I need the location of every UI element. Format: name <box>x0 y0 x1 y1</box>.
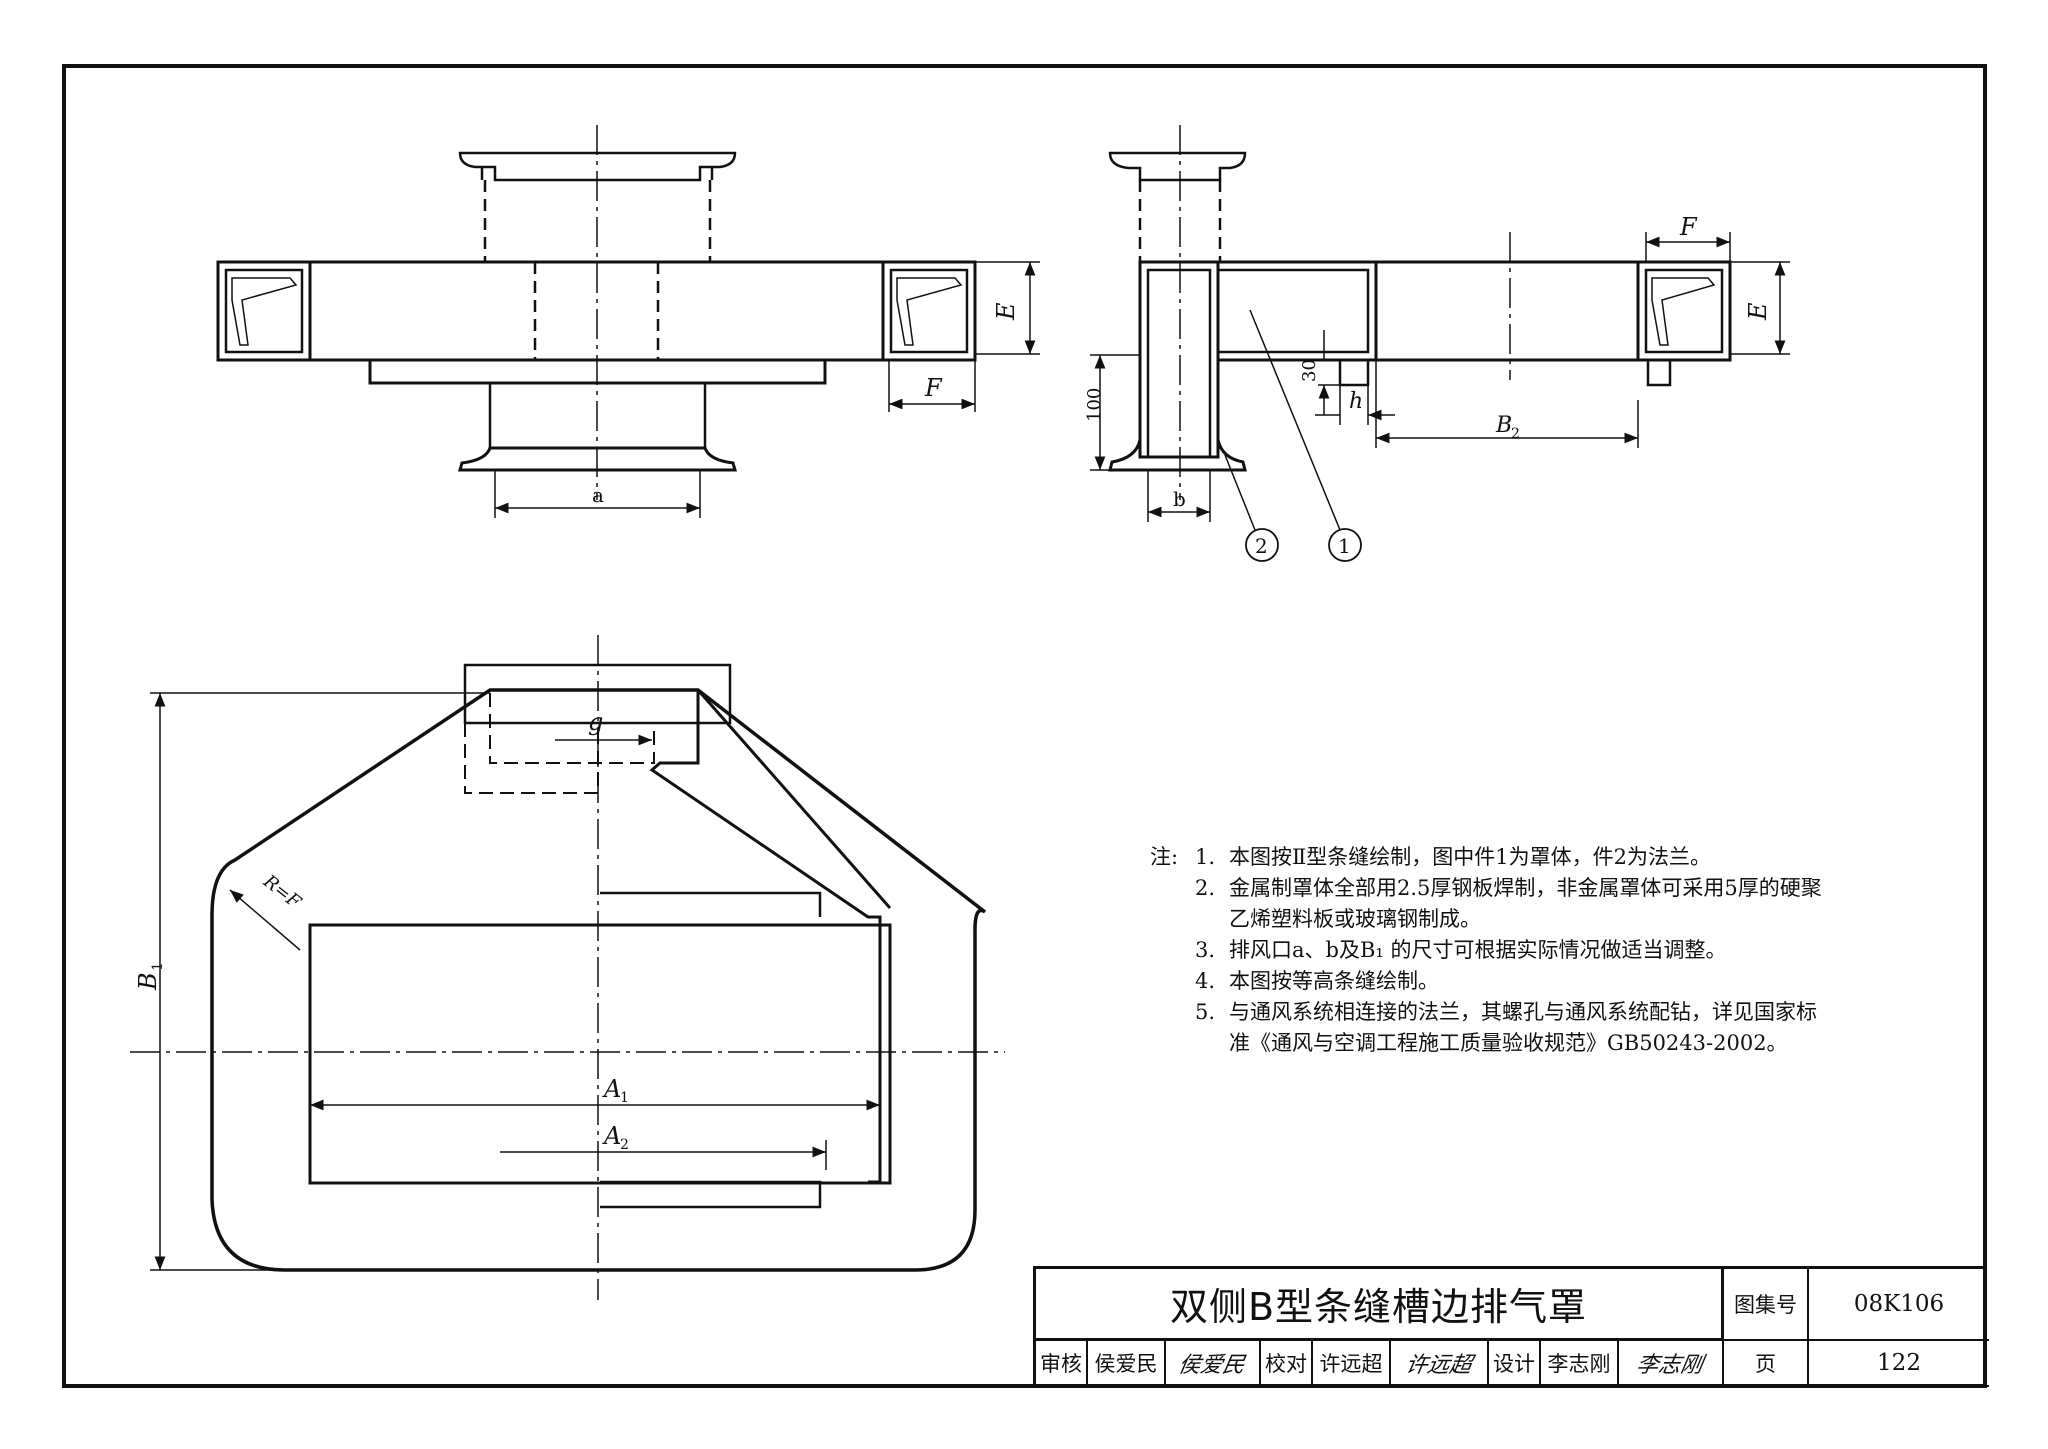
side-dim-B2: B <box>1495 413 1512 438</box>
review-label: 审核 <box>1036 1341 1088 1387</box>
check-label: 校对 <box>1261 1341 1313 1387</box>
plan-dim-B1: B <box>134 972 162 991</box>
design-label: 设计 <box>1489 1341 1541 1387</box>
side-dim-E: E <box>1744 302 1772 321</box>
note-text: 本图按Ⅱ型条缝绘制，图中件1为罩体，件2为法兰。 <box>1229 845 1711 869</box>
note-line: 2. 金属制罩体全部用2.5厚钢板焊制，非金属罩体可采用5厚的硬聚 <box>1150 873 1950 904</box>
title-block: 双侧B型条缝槽边排气罩 图集号 08K106 审核 侯爱民 侯爱民 校对 许远超… <box>1033 1266 1989 1387</box>
page-label: 页 <box>1724 1341 1809 1387</box>
plan-dim-g: g <box>588 708 603 736</box>
note-text: 金属制罩体全部用2.5厚钢板焊制，非金属罩体可采用5厚的硬聚 <box>1229 876 1822 900</box>
side-view <box>1090 125 1790 562</box>
callout-2: 2 <box>1255 534 1268 558</box>
callout-1: 1 <box>1338 534 1351 558</box>
atlas-number: 08K106 <box>1809 1269 1989 1341</box>
plan-dim-A2: A <box>602 1122 621 1150</box>
note-text: 准《通风与空调工程施工质量验收规范》GB50243-2002。 <box>1229 1031 1788 1055</box>
note-text: 本图按等高条缝绘制。 <box>1229 969 1439 993</box>
plan-dim-B1-sub: 1 <box>150 962 166 971</box>
front-dim-a: a <box>592 483 604 507</box>
plan-dim-RF: R=F <box>258 870 305 913</box>
designer-signature: 李志刚 <box>1619 1341 1724 1387</box>
note-line: 3. 排风口a、b及B₁ 的尺寸可根据实际情况做适当调整。 <box>1150 935 1950 966</box>
side-dim-30: 30 <box>1299 359 1320 382</box>
checker-signature: 许远超 <box>1391 1341 1489 1387</box>
reviewer-signature: 侯爱民 <box>1166 1341 1261 1387</box>
note-line: 乙烯塑料板或玻璃钢制成。 <box>1150 904 1950 935</box>
plan-dim-A2-sub: 2 <box>620 1137 629 1153</box>
note-num <box>1195 904 1229 935</box>
note-num: 4. <box>1195 969 1216 993</box>
note-text: 与通风系统相连接的法兰，其螺孔与通风系统配钻，详见国家标 <box>1229 1000 1817 1024</box>
side-dim-h: h <box>1349 389 1363 414</box>
front-dim-E: E <box>992 302 1020 321</box>
checker-name: 许远超 <box>1313 1341 1391 1387</box>
note-num: 3. <box>1195 938 1216 962</box>
side-dim-b: b <box>1173 487 1186 511</box>
note-num <box>1195 1028 1229 1059</box>
side-dim-100: 100 <box>1084 388 1105 422</box>
front-view <box>216 125 1040 518</box>
note-num: 1. <box>1195 845 1216 869</box>
note-line: 5. 与通风系统相连接的法兰，其螺孔与通风系统配钻，详见国家标 <box>1150 997 1950 1028</box>
note-line: 准《通风与空调工程施工质量验收规范》GB50243-2002。 <box>1150 1028 1950 1059</box>
note-line: 4. 本图按等高条缝绘制。 <box>1150 966 1950 997</box>
notes-prefix: 注: <box>1150 845 1179 869</box>
side-dim-B2-sub: 2 <box>1511 426 1520 442</box>
reviewer-name: 侯爱民 <box>1088 1341 1166 1387</box>
drawing-frame <box>62 64 1987 1388</box>
plan-dim-A1: A <box>602 1075 621 1103</box>
plan-view <box>130 635 1005 1300</box>
plan-dim-A1-sub: 1 <box>620 1090 629 1106</box>
note-text: 排风口a、b及B₁ 的尺寸可根据实际情况做适当调整。 <box>1229 938 1727 962</box>
page-number: 122 <box>1809 1341 1989 1387</box>
front-dim-F: F <box>924 374 943 402</box>
side-dim-F: F <box>1679 213 1698 241</box>
notes: 注: 1. 本图按Ⅱ型条缝绘制，图中件1为罩体，件2为法兰。 2. 金属制罩体全… <box>1150 842 1950 1059</box>
note-num: 5. <box>1195 1000 1216 1024</box>
note-num: 2. <box>1195 876 1216 900</box>
note-text: 乙烯塑料板或玻璃钢制成。 <box>1229 907 1481 931</box>
designer-name: 李志刚 <box>1541 1341 1619 1387</box>
atlas-label: 图集号 <box>1724 1269 1809 1341</box>
note-line: 注: 1. 本图按Ⅱ型条缝绘制，图中件1为罩体，件2为法兰。 <box>1150 842 1950 873</box>
drawing-title: 双侧B型条缝槽边排气罩 <box>1036 1269 1724 1341</box>
